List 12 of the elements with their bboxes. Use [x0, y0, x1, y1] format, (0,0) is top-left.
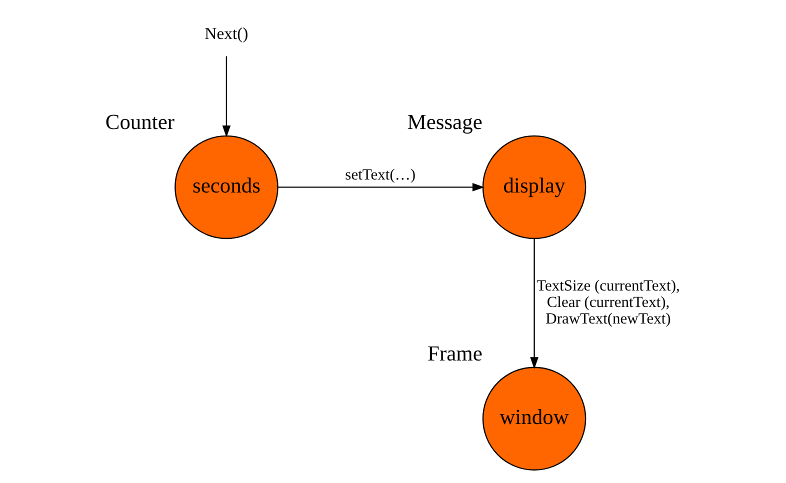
node-label: Message	[406, 110, 482, 134]
node-text: Next()	[204, 24, 248, 43]
node-circle: window	[482, 366, 586, 471]
node-label: Frame	[427, 342, 482, 366]
node-circle: display	[482, 135, 586, 240]
node-circle: seconds	[174, 135, 278, 240]
arrow	[222, 56, 230, 138]
node-label: Counter	[104, 110, 174, 134]
edge-label: TextSize (currentText), Clear (currentText), DrawText(newText)	[536, 277, 680, 328]
arrow	[530, 238, 538, 370]
arrow	[277, 183, 484, 192]
edge-label: setText(…)	[344, 166, 416, 184]
